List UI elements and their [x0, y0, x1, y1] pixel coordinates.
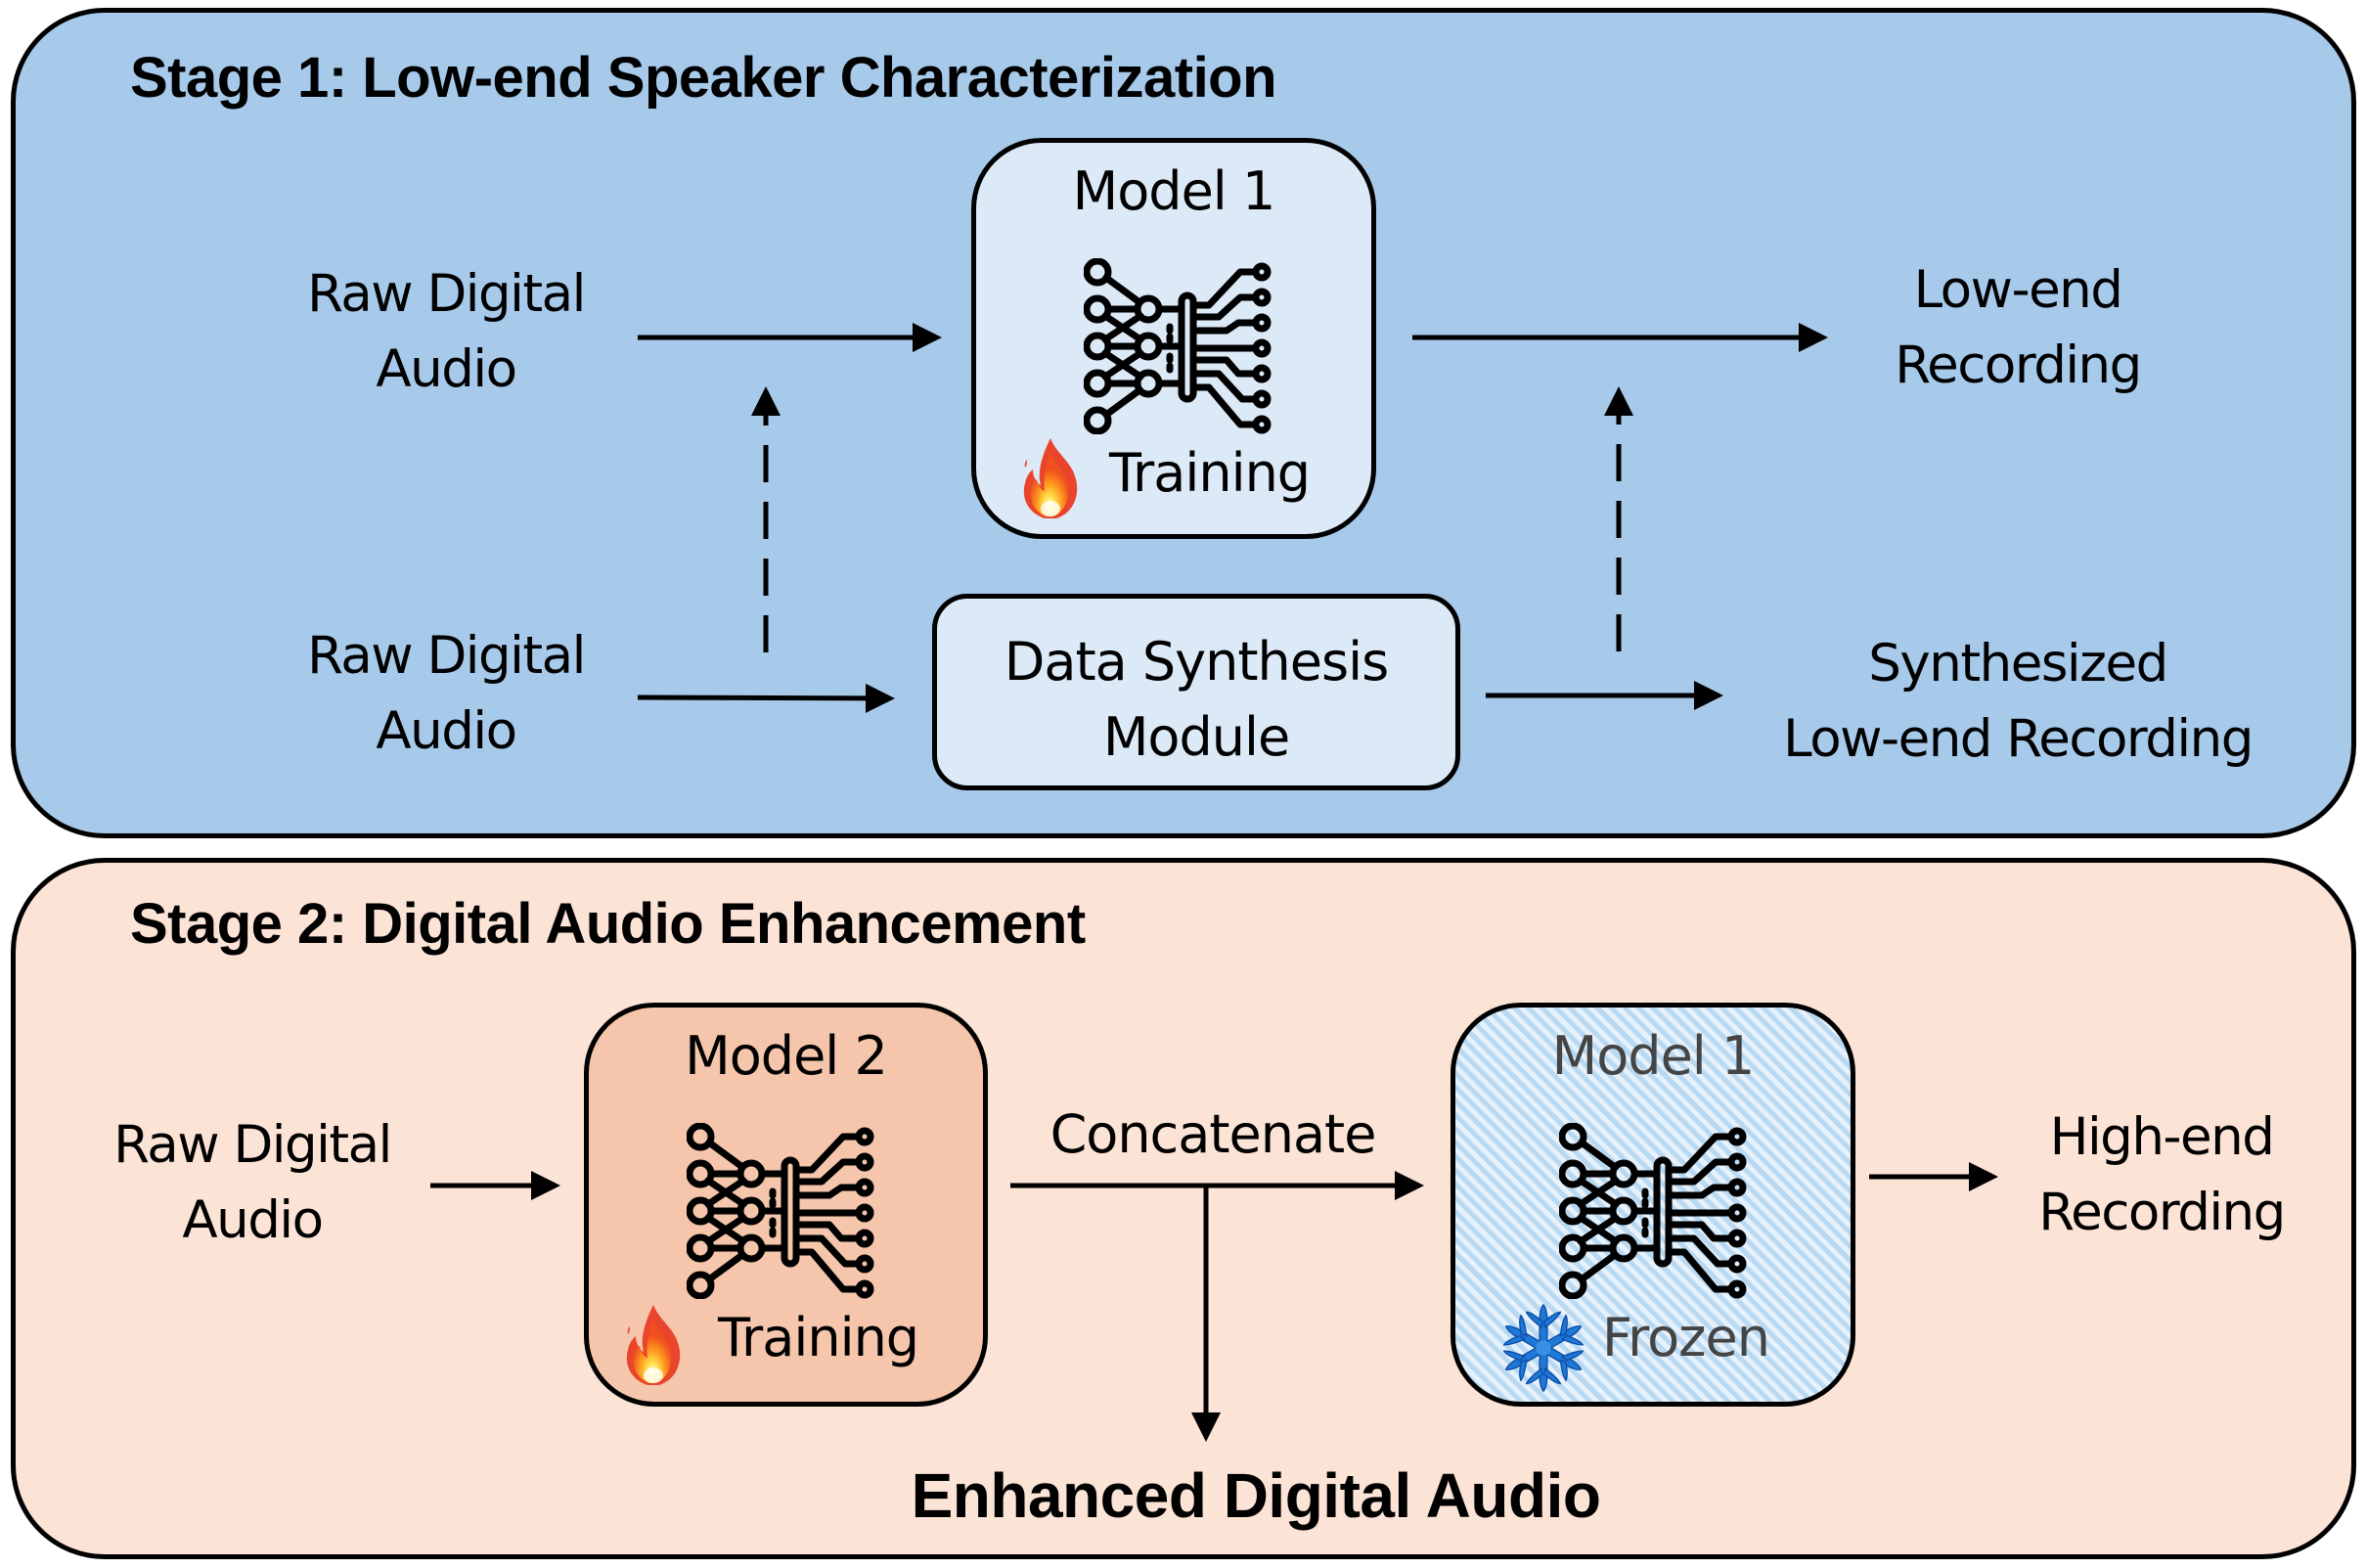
stage2-output-line2: Recording	[2038, 1183, 2286, 1242]
stage1-output-bottom: Synthesized Low-end Recording	[1783, 626, 2254, 777]
stage2-model1-title: Model 1	[1551, 1025, 1756, 1087]
stage1-input-bottom-line1: Raw Digital	[307, 626, 586, 686]
stage2-input-line1: Raw Digital	[113, 1115, 392, 1175]
stage2-model1-frozen-box: Model 1 Frozen	[1451, 1003, 1855, 1407]
stage1-input-top-line2: Audio	[376, 339, 517, 399]
stage1-output-top-line2: Recording	[1895, 336, 2142, 395]
snowflake-icon	[1496, 1301, 1590, 1395]
stage1-input-bottom-line2: Audio	[376, 701, 517, 761]
stage1-output-top-line1: Low-end	[1913, 260, 2123, 320]
fire-icon	[626, 1305, 681, 1385]
stage1-model1-box: Model 1 Training	[971, 138, 1376, 539]
stage1-output-bottom-line1: Synthesized	[1868, 634, 2168, 694]
stage1-output-bottom-line2: Low-end Recording	[1783, 709, 2254, 769]
stage2-model2-status: Training	[718, 1307, 919, 1368]
neural-network-icon	[687, 1123, 876, 1299]
neural-network-icon	[1559, 1123, 1749, 1299]
stage1-title: Stage 1: Low-end Speaker Characterizatio…	[130, 46, 1277, 110]
stage2-output-line1: High-end	[2049, 1107, 2275, 1167]
dsm-line2: Module	[1102, 706, 1290, 768]
fire-icon	[1023, 438, 1078, 518]
stage2-output: High-end Recording	[2038, 1099, 2286, 1250]
stage2-model1-status: Frozen	[1602, 1307, 1770, 1368]
stage2-panel	[11, 858, 2356, 1559]
stage1-output-top: Low-end Recording	[1895, 252, 2142, 403]
stage2-input: Raw Digital Audio	[113, 1107, 392, 1258]
stage2-model2-title: Model 2	[685, 1025, 888, 1087]
stage2-model2-box: Model 2 Training	[584, 1003, 988, 1407]
stage1-input-bottom: Raw Digital Audio	[307, 618, 586, 769]
stage1-model1-status: Training	[1109, 442, 1311, 504]
stage1-input-top: Raw Digital Audio	[307, 256, 586, 407]
enhanced-digital-audio-label: Enhanced Digital Audio	[911, 1460, 1601, 1531]
stage1-input-top-line1: Raw Digital	[307, 264, 586, 324]
dsm-line1: Data Synthesis	[1004, 631, 1389, 693]
concatenate-label: Concatenate	[1049, 1103, 1377, 1165]
stage2-input-line2: Audio	[182, 1190, 324, 1250]
data-synthesis-module-box: Data Synthesis Module	[932, 594, 1460, 790]
stage1-model1-title: Model 1	[1072, 160, 1276, 222]
stage2-title: Stage 2: Digital Audio Enhancement	[130, 892, 1086, 956]
data-synthesis-module-label: Data Synthesis Module	[937, 624, 1455, 775]
neural-network-icon	[1084, 258, 1273, 434]
